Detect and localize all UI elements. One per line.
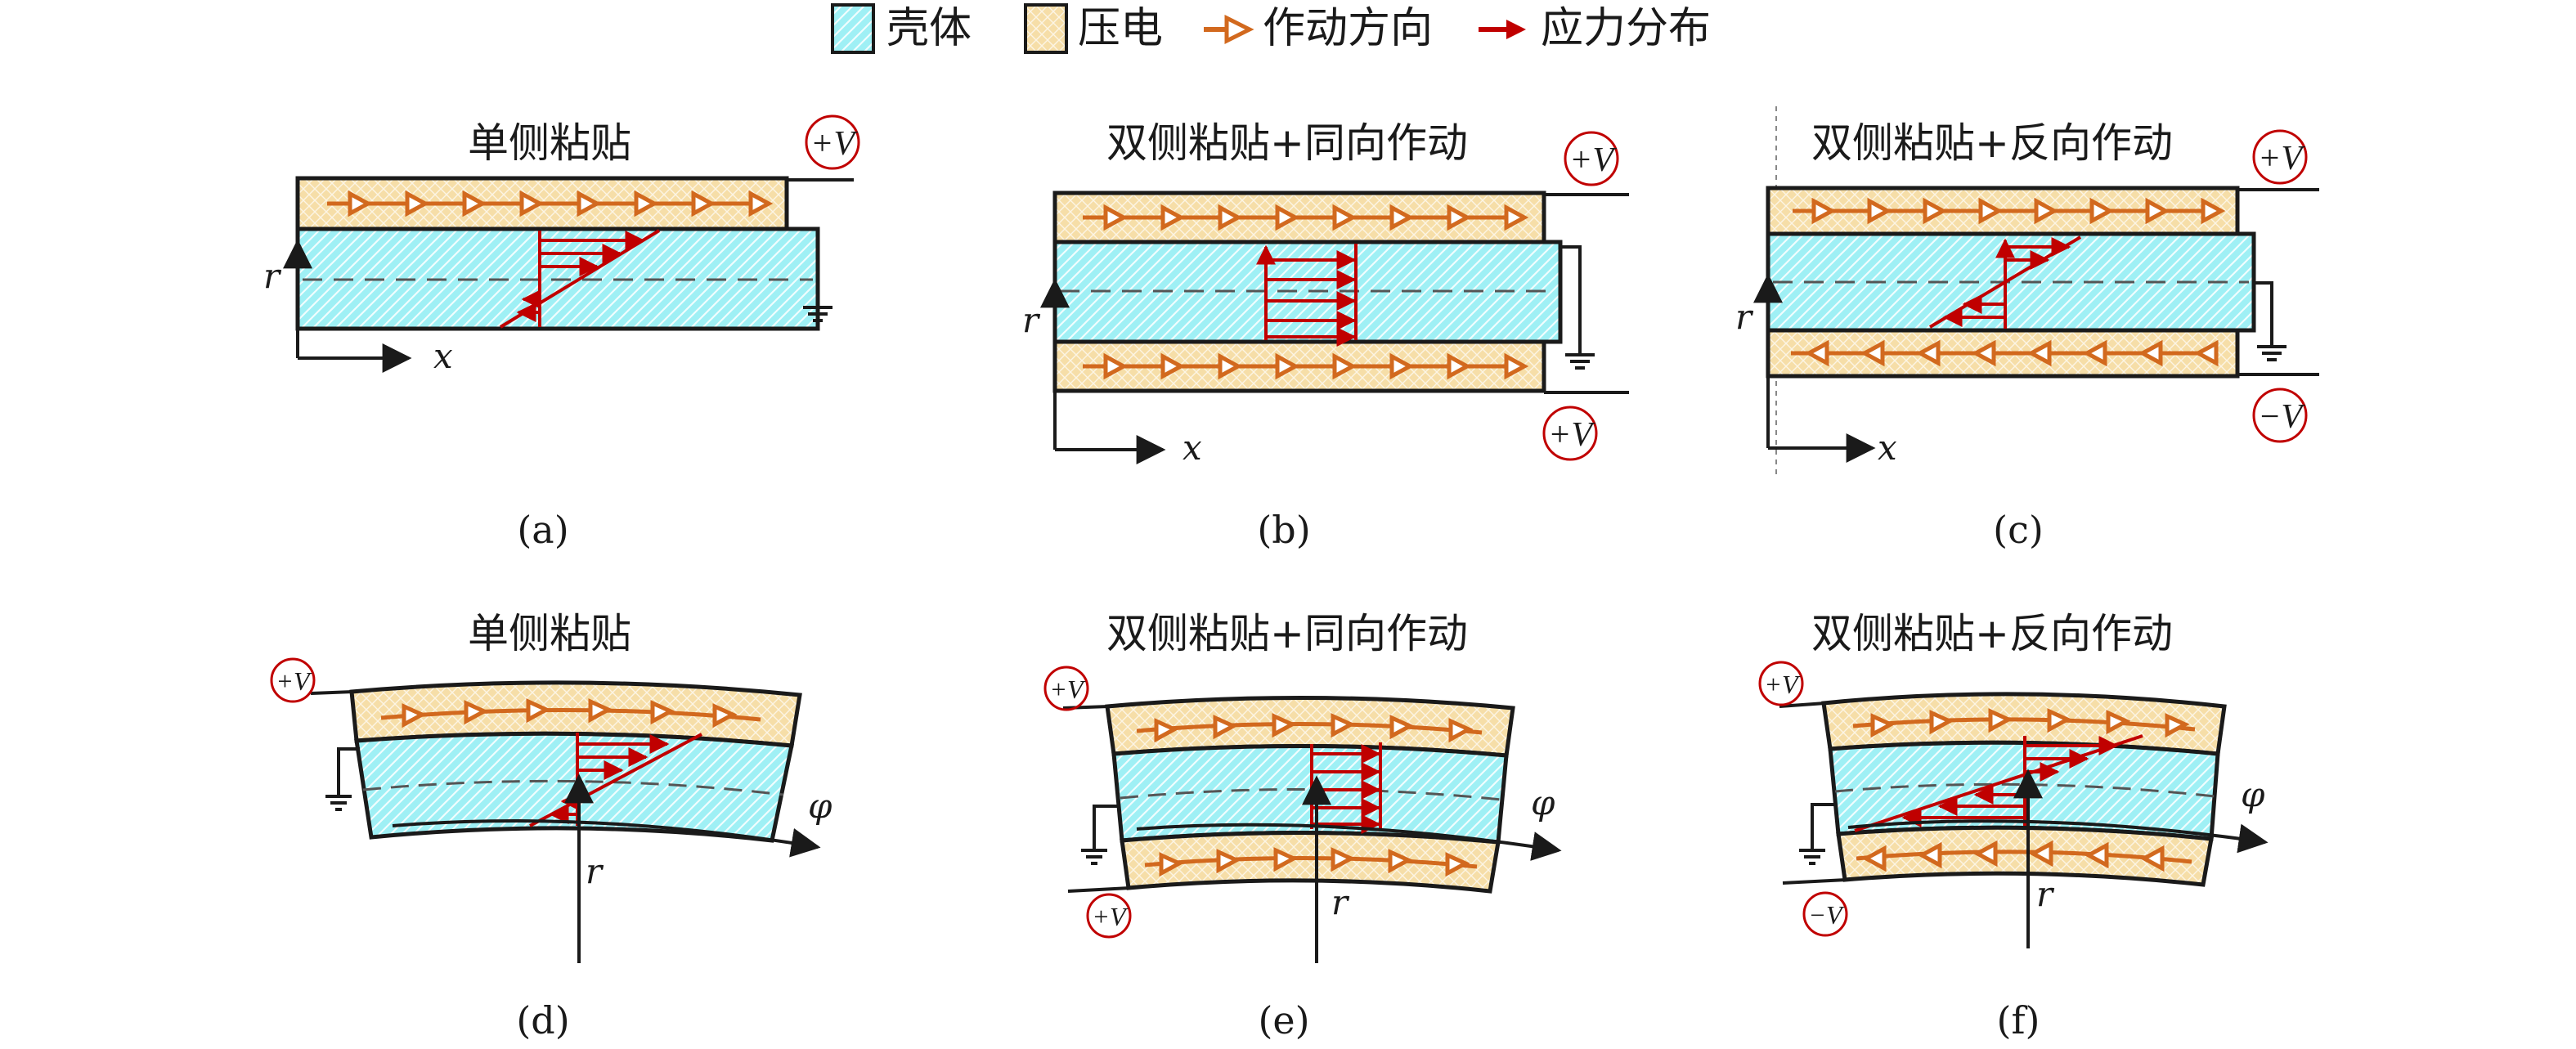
actuation-arrows-top — [1136, 713, 1483, 743]
voltage-circle-icon: +V — [270, 657, 316, 703]
actuation-arrows-bottom — [1144, 847, 1478, 877]
panel-a: 单侧粘贴 — [263, 114, 860, 552]
legend-shell-label: 壳体 — [886, 4, 972, 53]
voltage-bottom-label: +V — [1548, 416, 1595, 454]
x-axis-label: x — [433, 336, 453, 376]
panel-c-caption: (c) — [1993, 508, 2044, 552]
voltage-bottom-label: +V — [1092, 902, 1129, 931]
panel-b-title: 双侧粘贴+同向作动 — [1106, 119, 1468, 167]
legend: 壳体 压电 作动方向 应力分布 — [831, 3, 1711, 54]
axes — [1753, 273, 1876, 463]
voltage-circle-icon-top: +V — [1564, 131, 1619, 186]
panel-f: 双侧粘贴+反向作动 — [1758, 610, 2269, 1042]
legend-actuation: 作动方向 — [1204, 4, 1433, 53]
wiring — [1062, 705, 1131, 893]
axes — [1040, 278, 1166, 464]
shell-swatch — [831, 3, 875, 54]
panel-f-caption: (f) — [1997, 998, 2040, 1042]
legend-stress: 应力分布 — [1479, 4, 1711, 53]
voltage-top-label: +V — [1049, 675, 1086, 704]
actuation-arrows-bottom — [1083, 352, 1529, 380]
axes — [1847, 769, 2269, 948]
voltage-top-label: +V — [1764, 670, 1801, 699]
voltage-circle-icon-bottom: −V — [2252, 388, 2308, 443]
ground-icon — [1799, 849, 1825, 865]
panel-c-title: 双侧粘贴+反向作动 — [1811, 119, 2173, 167]
legend-shell: 壳体 — [831, 3, 972, 54]
voltage-circle-icon-bottom: −V — [1802, 891, 1848, 937]
panel-a-caption: (a) — [517, 508, 568, 552]
r-axis-label: r — [1331, 882, 1350, 922]
voltage-top-label: +V — [810, 125, 858, 163]
x-axis-label: x — [1183, 428, 1202, 468]
actuation-arrows-top — [1852, 708, 2196, 738]
voltage-bottom-label: −V — [1808, 900, 1845, 930]
piezo-layer-bottom — [1836, 825, 2214, 887]
legend-piezo-label: 压电 — [1078, 4, 1163, 53]
panel-f-title: 双侧粘贴+反向作动 — [1811, 610, 2173, 657]
stress-distribution — [1256, 244, 1358, 347]
voltage-circle-icon-top: +V — [1043, 666, 1089, 711]
panel-e-caption: (e) — [1258, 998, 1309, 1042]
voltage-circle-icon-bottom: +V — [1086, 893, 1132, 939]
voltage-top-label: +V — [1569, 141, 1617, 179]
phi-axis-label: φ — [1531, 782, 1555, 823]
actuation-arrows-top — [1083, 204, 1529, 231]
ground-icon — [1565, 353, 1595, 370]
stress-distribution — [499, 229, 661, 329]
panel-e: 双侧粘贴+同向作动 — [1043, 610, 1562, 1042]
wiring — [787, 178, 854, 303]
voltage-top-label: +V — [2258, 140, 2305, 177]
panel-a-title: 单侧粘贴 — [468, 119, 631, 167]
actuation-arrows-bottom — [1791, 339, 2219, 367]
actuation-arrows-bottom — [1856, 840, 2192, 872]
panel-d-caption: (d) — [516, 998, 569, 1042]
voltage-top-label: +V — [276, 666, 312, 696]
panel-c: 双侧粘贴+反向作动 — [1735, 106, 2319, 552]
actuation-arrows — [380, 698, 761, 728]
ground-icon — [803, 301, 832, 322]
piezo-swatch — [1024, 3, 1068, 54]
r-axis-label: r — [1022, 300, 1041, 340]
wiring — [1779, 702, 1847, 885]
r-axis-label: r — [1735, 297, 1754, 337]
r-axis-label: r — [263, 256, 282, 296]
panel-e-title: 双侧粘贴+同向作动 — [1106, 610, 1468, 657]
legend-actuation-label: 作动方向 — [1263, 4, 1433, 53]
actuation-arrows — [327, 190, 774, 217]
voltage-circle-icon-top: +V — [2252, 129, 2308, 185]
voltage-circle-icon-top: +V — [1758, 661, 1804, 706]
actuation-arrow-icon — [1204, 14, 1254, 45]
r-axis-label: r — [2036, 874, 2055, 914]
panel-b-caption: (b) — [1257, 508, 1310, 552]
piezo-layer-bottom — [1120, 830, 1501, 894]
r-axis-label: r — [586, 851, 604, 891]
voltage-circle-icon: +V — [805, 114, 860, 170]
wiring — [1544, 193, 1629, 394]
voltage-circle-icon-bottom: +V — [1542, 406, 1598, 461]
axes — [283, 239, 412, 373]
ground-icon — [2257, 345, 2287, 361]
ground-icon — [325, 795, 352, 811]
x-axis-label: x — [1878, 428, 1897, 468]
ground-icon — [1081, 849, 1107, 865]
stress-distribution — [1928, 235, 2082, 329]
actuation-arrows-top — [1793, 197, 2226, 225]
legend-piezo: 压电 — [1024, 3, 1163, 54]
axes — [1136, 775, 1562, 963]
panel-d-title: 单侧粘贴 — [468, 610, 631, 657]
voltage-bottom-label: −V — [2258, 398, 2305, 436]
panel-d: 单侧粘贴 +V — [270, 610, 832, 1042]
axes — [392, 773, 821, 963]
stress-arrow-icon — [1479, 20, 1526, 39]
legend-stress-label: 应力分布 — [1541, 4, 1711, 53]
stress-distribution — [1854, 734, 2143, 832]
panel-b: 双侧粘贴+同向作动 — [1022, 119, 1629, 552]
phi-axis-label: φ — [2241, 774, 2265, 814]
phi-axis-label: φ — [808, 786, 832, 826]
